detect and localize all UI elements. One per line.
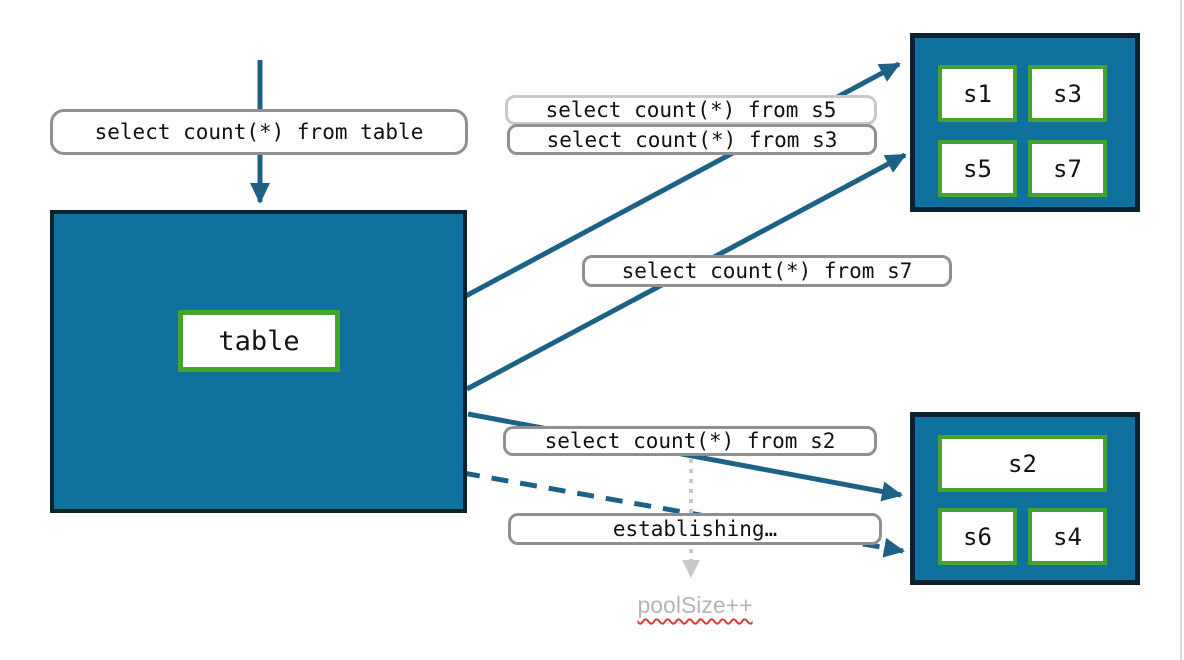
shard-node-s5: s5 <box>938 140 1017 197</box>
arrow-table-to-shards-bottom-dashed <box>462 470 905 558</box>
query-label-s2: select count(*) from s2 <box>503 426 877 456</box>
query-label-s2-text: select count(*) from s2 <box>544 429 836 453</box>
shard-label-s4: s4 <box>1053 522 1082 551</box>
status-label-establishing-text: establishing… <box>612 517 778 541</box>
query-label-s7-text: select count(*) from s7 <box>621 259 913 283</box>
table-node-label: table <box>218 325 300 357</box>
query-label-s7: select count(*) from s7 <box>582 255 952 287</box>
shard-label-s2: s2 <box>1008 449 1037 478</box>
shard-label-s1: s1 <box>963 79 992 108</box>
slide-edge-line <box>1180 0 1182 660</box>
status-label-establishing: establishing… <box>508 513 882 545</box>
query-label-s5: select count(*) from s5 <box>505 95 877 125</box>
poolsize-annotation-text: poolSize++ <box>637 592 753 618</box>
query-label-table: select count(*) from table <box>50 109 468 155</box>
poolsize-annotation: poolSize++ <box>600 592 790 619</box>
shard-node-s6: s6 <box>938 508 1017 565</box>
shard-group-top: s1 s3 s5 s7 <box>910 33 1140 212</box>
shard-node-s2: s2 <box>938 435 1107 492</box>
shard-node-s4: s4 <box>1028 508 1107 565</box>
shard-label-s5: s5 <box>963 154 992 183</box>
query-label-s5-text: select count(*) from s5 <box>545 98 837 122</box>
query-label-s3: select count(*) from s3 <box>507 124 877 155</box>
query-label-s3-text: select count(*) from s3 <box>546 127 838 152</box>
shard-group-bottom: s2 s6 s4 <box>910 412 1140 585</box>
table-node: table <box>178 310 340 372</box>
shard-label-s6: s6 <box>963 522 992 551</box>
shard-node-s3: s3 <box>1028 65 1107 122</box>
shard-node-s1: s1 <box>938 65 1017 122</box>
query-label-table-text: select count(*) from table <box>94 120 424 144</box>
shard-label-s7: s7 <box>1053 154 1082 183</box>
shard-node-s7: s7 <box>1028 140 1107 197</box>
shard-label-s3: s3 <box>1053 79 1082 108</box>
